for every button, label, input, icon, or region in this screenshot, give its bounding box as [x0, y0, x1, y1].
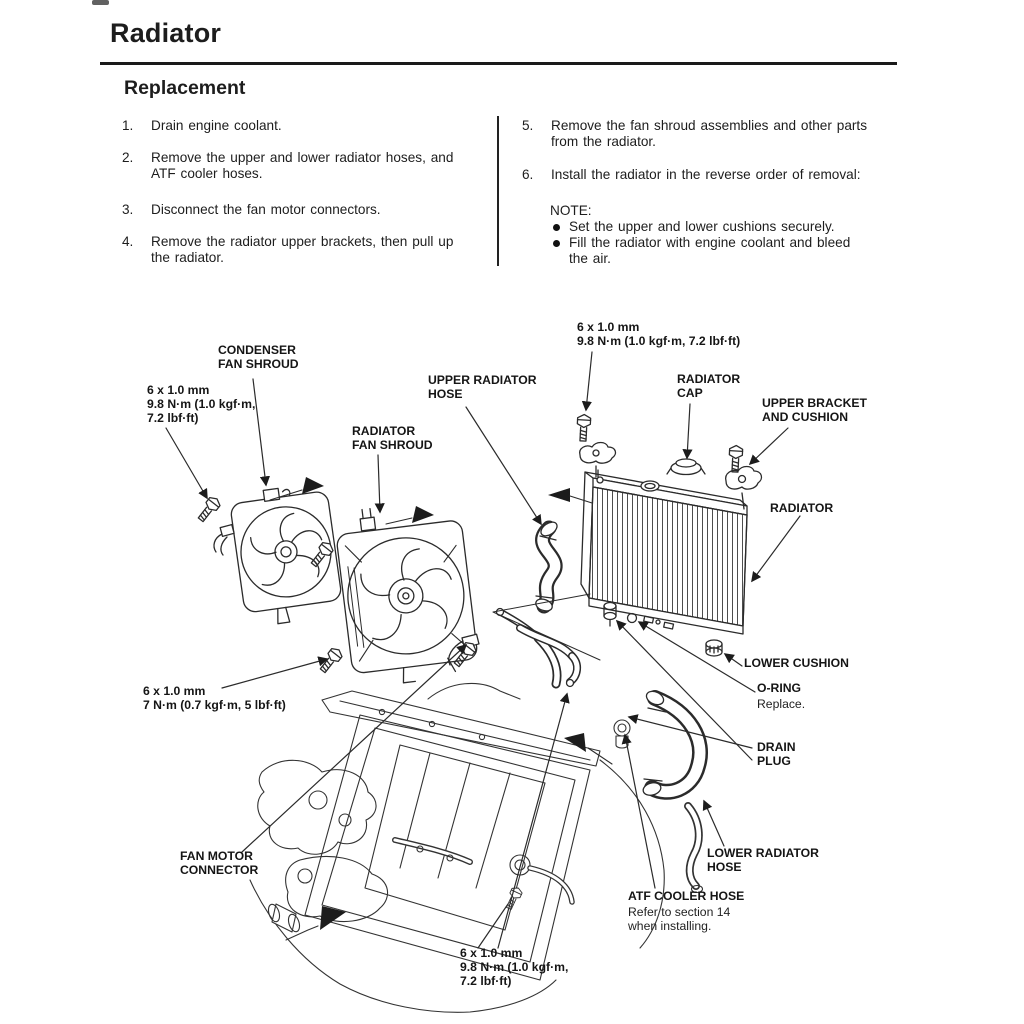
bullet-icon: [553, 240, 560, 247]
label-radiator: RADIATOR: [770, 501, 834, 515]
bullet-icon: [553, 224, 560, 231]
label-atf-cooler-hose: ATF COOLER HOSE: [628, 889, 745, 903]
step-number: 3.: [122, 202, 134, 217]
atf-hoses-drawing: [492, 593, 601, 689]
step-number: 6.: [522, 167, 534, 182]
title-rule: [100, 62, 897, 65]
label-o-ring-note: Replace.: [757, 697, 806, 711]
label-lower-radiator-hose: LOWER RADIATOR HOSE: [707, 846, 819, 874]
label-radiator-cap: RADIATOR CAP: [677, 372, 741, 400]
step-4: 4. Remove the radiator upper brackets, t…: [122, 234, 491, 267]
radiator-cap-drawing: [666, 458, 706, 476]
label-bolt-spec-bottom: 6 x 1.0 mm 9.8 N·m (1.0 kgf·m, 7.2 lbf·f…: [460, 946, 569, 988]
label-bolt-spec-top-center: 6 x 1.0 mm 9.8 N·m (1.0 kgf·m, 7.2 lbf·f…: [577, 320, 741, 348]
step-number: 4.: [122, 234, 134, 249]
note-text: Set the upper and lower cushions securel…: [569, 219, 835, 234]
leader-lines: [165, 351, 801, 949]
label-lower-cushion: LOWER CUSHION: [744, 656, 849, 670]
radiator-drawing: [580, 469, 748, 635]
engine-bay-drawing: [249, 682, 704, 1013]
step-6: 6. Install the radiator in the reverse o…: [522, 167, 919, 183]
section-heading: Replacement: [124, 77, 246, 99]
lower-radiator-hose-drawing: [642, 690, 708, 800]
label-drain-plug: DRAIN PLUG: [757, 740, 796, 768]
radiator-fan-shroud-drawing: [336, 507, 478, 684]
label-bolt-spec-left-mid: 6 x 1.0 mm 7 N·m (0.7 kgf·m, 5 lbf·ft): [143, 684, 286, 712]
exploded-diagram: [165, 351, 801, 1013]
label-bolt-spec-top-left: 6 x 1.0 mm 9.8 N·m (1.0 kgf·m, 7.2 lbf·f…: [147, 383, 256, 425]
page-title: Radiator: [110, 18, 222, 48]
step-3: 3. Disconnect the fan motor connectors.: [122, 202, 491, 218]
step-text: Disconnect the fan motor connectors.: [151, 202, 381, 217]
step-2: 2. Remove the upper and lower radiator h…: [122, 150, 491, 183]
step-text: Remove the upper and lower radiator hose…: [151, 150, 454, 182]
note-item: Set the upper and lower cushions securel…: [550, 219, 921, 235]
upper-radiator-hose-drawing: [535, 520, 563, 614]
step-text: Drain engine coolant.: [151, 118, 282, 133]
step-number: 5.: [522, 118, 534, 133]
step-5: 5. Remove the fan shroud assemblies and …: [522, 118, 919, 151]
step-text: Install the radiator in the reverse orde…: [551, 167, 861, 182]
label-upper-bracket-and-cushion: UPPER BRACKET AND CUSHION: [762, 396, 867, 424]
label-condenser-fan-shroud: CONDENSER FAN SHROUD: [218, 343, 299, 371]
note-heading: NOTE:: [550, 203, 592, 218]
print-artifact: [92, 0, 109, 5]
label-o-ring: O-RING: [757, 681, 802, 695]
condenser-fan-shroud-drawing: [230, 487, 342, 625]
column-divider: [497, 116, 499, 266]
step-text: Remove the fan shroud assemblies and oth…: [551, 118, 867, 150]
note-item: Fill the radiator with engine coolant an…: [550, 235, 921, 268]
step-text: Remove the radiator upper brackets, then…: [151, 234, 454, 266]
label-upper-radiator-hose: UPPER RADIATOR HOSE: [428, 373, 537, 401]
step-number: 2.: [122, 150, 134, 165]
direction-arrow-tails: [269, 489, 613, 765]
note-text: Fill the radiator with engine coolant an…: [569, 235, 851, 267]
direction-arrows: [302, 477, 586, 930]
label-fan-motor-connector: FAN MOTOR CONNECTOR: [180, 849, 259, 877]
label-radiator-fan-shroud: RADIATOR FAN SHROUD: [352, 424, 433, 452]
step-number: 1.: [122, 118, 134, 133]
label-atf-cooler-hose-note: Refer to section 14 when installing.: [628, 905, 731, 934]
step-1: 1. Drain engine coolant.: [122, 118, 491, 134]
condenser-connector-drawing: [213, 523, 235, 556]
